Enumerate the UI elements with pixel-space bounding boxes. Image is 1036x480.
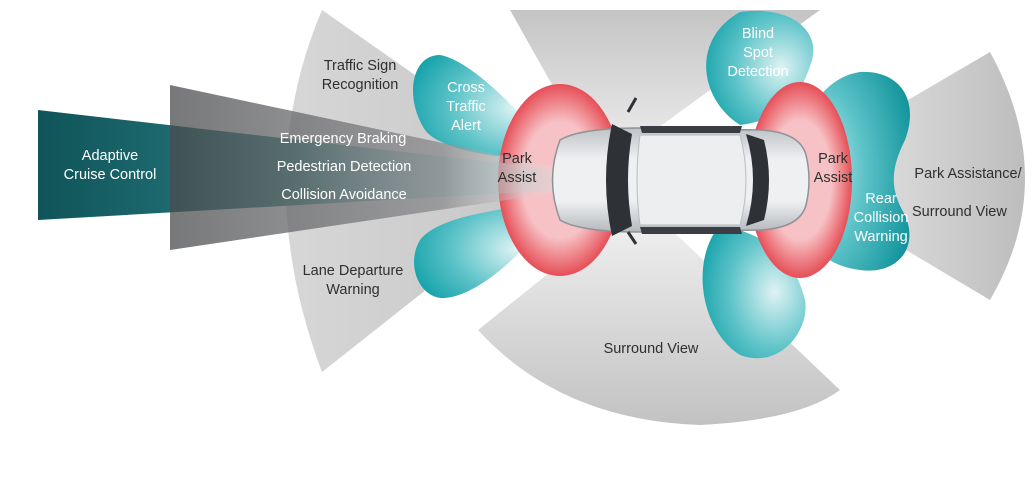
label-surround-view: Surround View: [603, 341, 699, 357]
label-traffic-sign-recognition: Traffic Sign Recognition: [321, 58, 399, 93]
bottom-surround-sector: [478, 200, 840, 425]
label-park-assist-rear: Park Assist: [813, 151, 853, 186]
label-park-assistance-surround-view: Park Assistance/ Surround View: [912, 166, 1022, 220]
label-adaptive-cruise-control: Adaptive Cruise Control: [63, 148, 157, 183]
mirror-top: [626, 97, 638, 113]
rear-surround-sector: [780, 52, 1025, 300]
label-rear-collision-warning: Rear Collision Warning: [853, 191, 909, 245]
car-top-view: [551, 97, 810, 245]
car-windshield: [606, 124, 632, 236]
car-side-window-bottom: [640, 227, 742, 234]
label-lane-departure-warning: Lane Departure Warning: [302, 263, 404, 298]
mid-range-radar-beam: [170, 85, 560, 250]
label-blind-spot-detection: Blind Spot Detection: [727, 26, 789, 80]
label-park-assist-front: Park Assist: [497, 151, 537, 186]
mirror-bottom: [626, 231, 638, 245]
label-cross-traffic-alert: Cross Traffic Alert: [446, 80, 486, 134]
car-roof: [636, 134, 747, 226]
label-pedestrian-detection: Pedestrian Detection: [276, 159, 412, 175]
car-rear-window: [746, 134, 769, 226]
label-emergency-braking: Emergency Braking: [279, 131, 407, 147]
label-collision-avoidance: Collision Avoidance: [281, 187, 407, 203]
car-side-window-top: [640, 126, 742, 133]
